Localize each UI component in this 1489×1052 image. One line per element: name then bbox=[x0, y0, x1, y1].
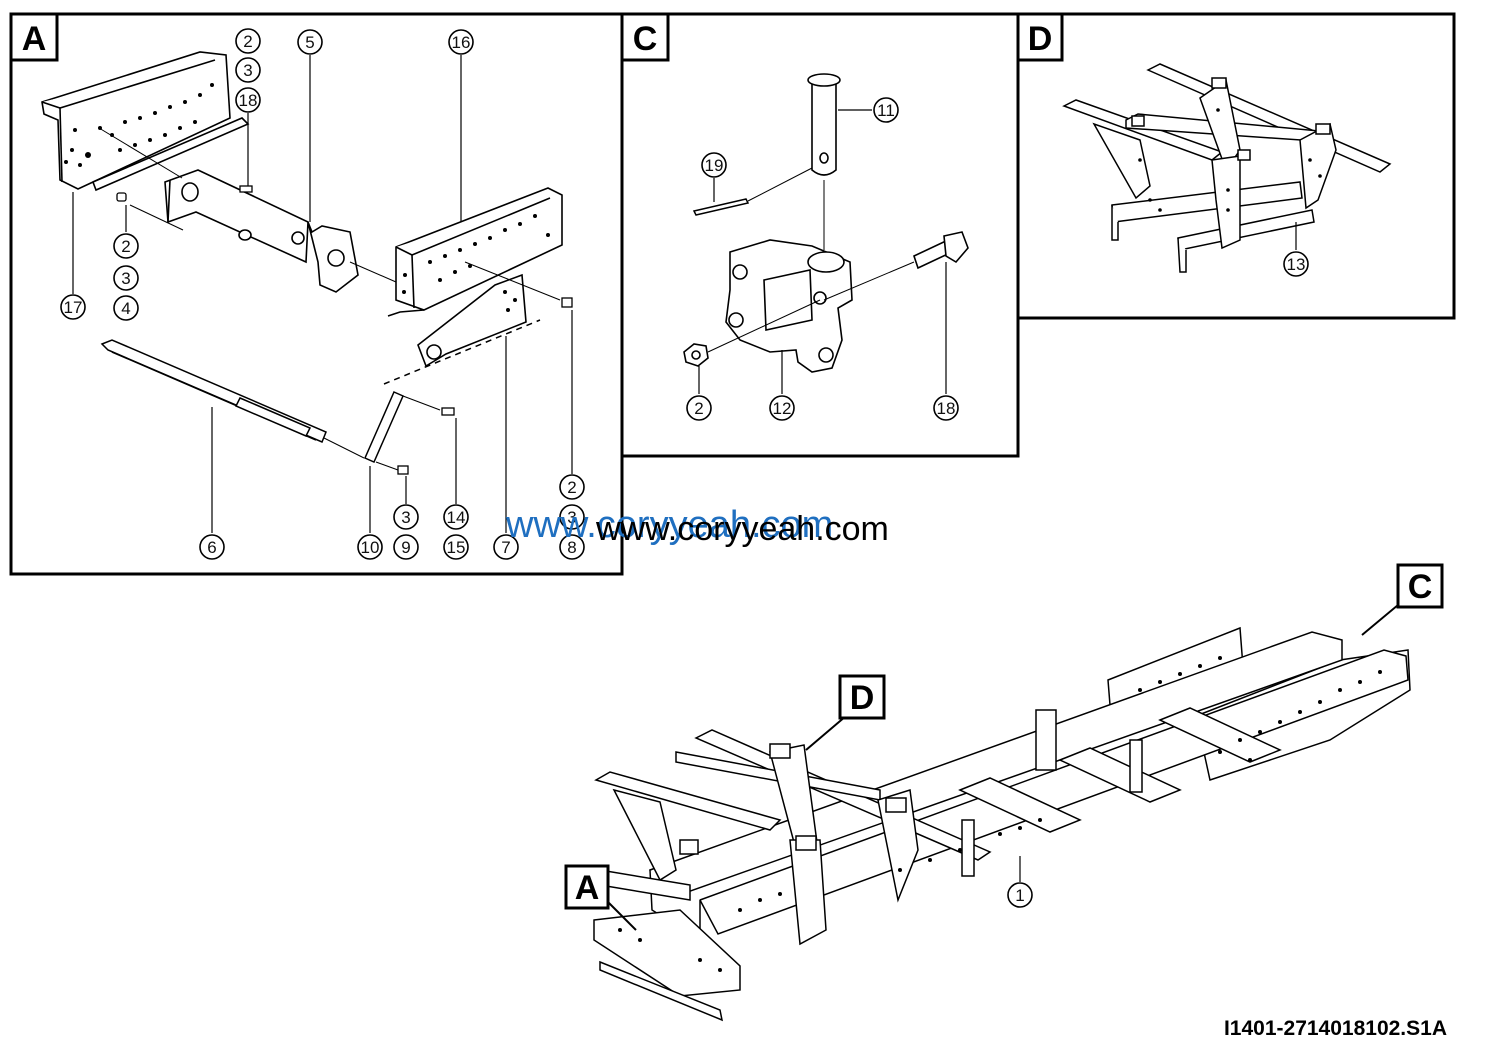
cross-member bbox=[164, 169, 359, 293]
view-a-label: A bbox=[575, 869, 600, 907]
view-c-label: C bbox=[1408, 568, 1433, 606]
callout-7: 7 bbox=[501, 538, 510, 557]
callout-5: 5 bbox=[305, 33, 314, 52]
rear-bracket bbox=[387, 187, 563, 317]
callout-1: 1 bbox=[1015, 886, 1024, 905]
watermark-blue: www.coryyeah.com bbox=[505, 504, 833, 546]
callout-4: 4 bbox=[121, 299, 130, 318]
callout-10: 10 bbox=[361, 538, 380, 557]
callout-3: 3 bbox=[567, 508, 576, 527]
callout-2: 2 bbox=[694, 399, 703, 418]
callout-12: 12 bbox=[773, 399, 792, 418]
callout-11: 11 bbox=[877, 101, 895, 120]
panel-d: D 13 bbox=[1016, 12, 1456, 320]
callout-3: 3 bbox=[243, 61, 252, 80]
callout-15: 15 bbox=[447, 538, 466, 557]
cotter-pin bbox=[692, 198, 750, 216]
hinge-nut bbox=[683, 343, 709, 367]
callout-3: 3 bbox=[121, 269, 130, 288]
hinge-bolt bbox=[913, 231, 969, 270]
callout-3: 3 bbox=[401, 508, 410, 527]
panel-c-label-box bbox=[620, 12, 670, 62]
callout-2: 2 bbox=[243, 32, 252, 51]
rod-assembly bbox=[100, 339, 327, 443]
callout-13: 13 bbox=[1287, 255, 1306, 274]
drawing-id: I1401-2714018102.S1A bbox=[1224, 1017, 1447, 1040]
callout-17: 17 bbox=[64, 298, 83, 317]
panel-a-label-box bbox=[9, 12, 59, 62]
link-rod bbox=[364, 391, 404, 463]
view-d-label: D bbox=[850, 679, 875, 717]
callout-19: 19 bbox=[705, 156, 724, 175]
view-c-marker bbox=[1396, 563, 1444, 609]
view-a-marker bbox=[564, 864, 610, 910]
callout-6: 6 bbox=[207, 538, 216, 557]
spring-hanger-assembly bbox=[1062, 63, 1392, 273]
frame-end-bracket bbox=[41, 51, 250, 192]
panel-d-label-box bbox=[1016, 12, 1064, 62]
callout-2: 2 bbox=[567, 478, 576, 497]
panel-a: A bbox=[9, 12, 624, 576]
chassis-overview: 1 C D A bbox=[564, 563, 1444, 1022]
panel-c: C bbox=[620, 12, 1020, 458]
callout-8: 8 bbox=[567, 538, 576, 557]
hinge-bracket bbox=[725, 239, 853, 373]
watermark-black: www.coryyeah.com bbox=[595, 510, 889, 548]
callout-14: 14 bbox=[447, 508, 466, 527]
callout-2: 2 bbox=[121, 237, 130, 256]
callout-16: 16 bbox=[452, 33, 471, 52]
panel-d-frame bbox=[1016, 12, 1456, 320]
callout-9: 9 bbox=[401, 538, 410, 557]
view-d-marker bbox=[838, 674, 886, 720]
pivot-pin bbox=[807, 73, 841, 176]
panel-d-label: D bbox=[1028, 20, 1053, 58]
callout-18: 18 bbox=[937, 399, 956, 418]
panel-a-label: A bbox=[22, 20, 47, 58]
panel-c-label: C bbox=[633, 20, 658, 58]
callout-18: 18 bbox=[239, 91, 258, 110]
